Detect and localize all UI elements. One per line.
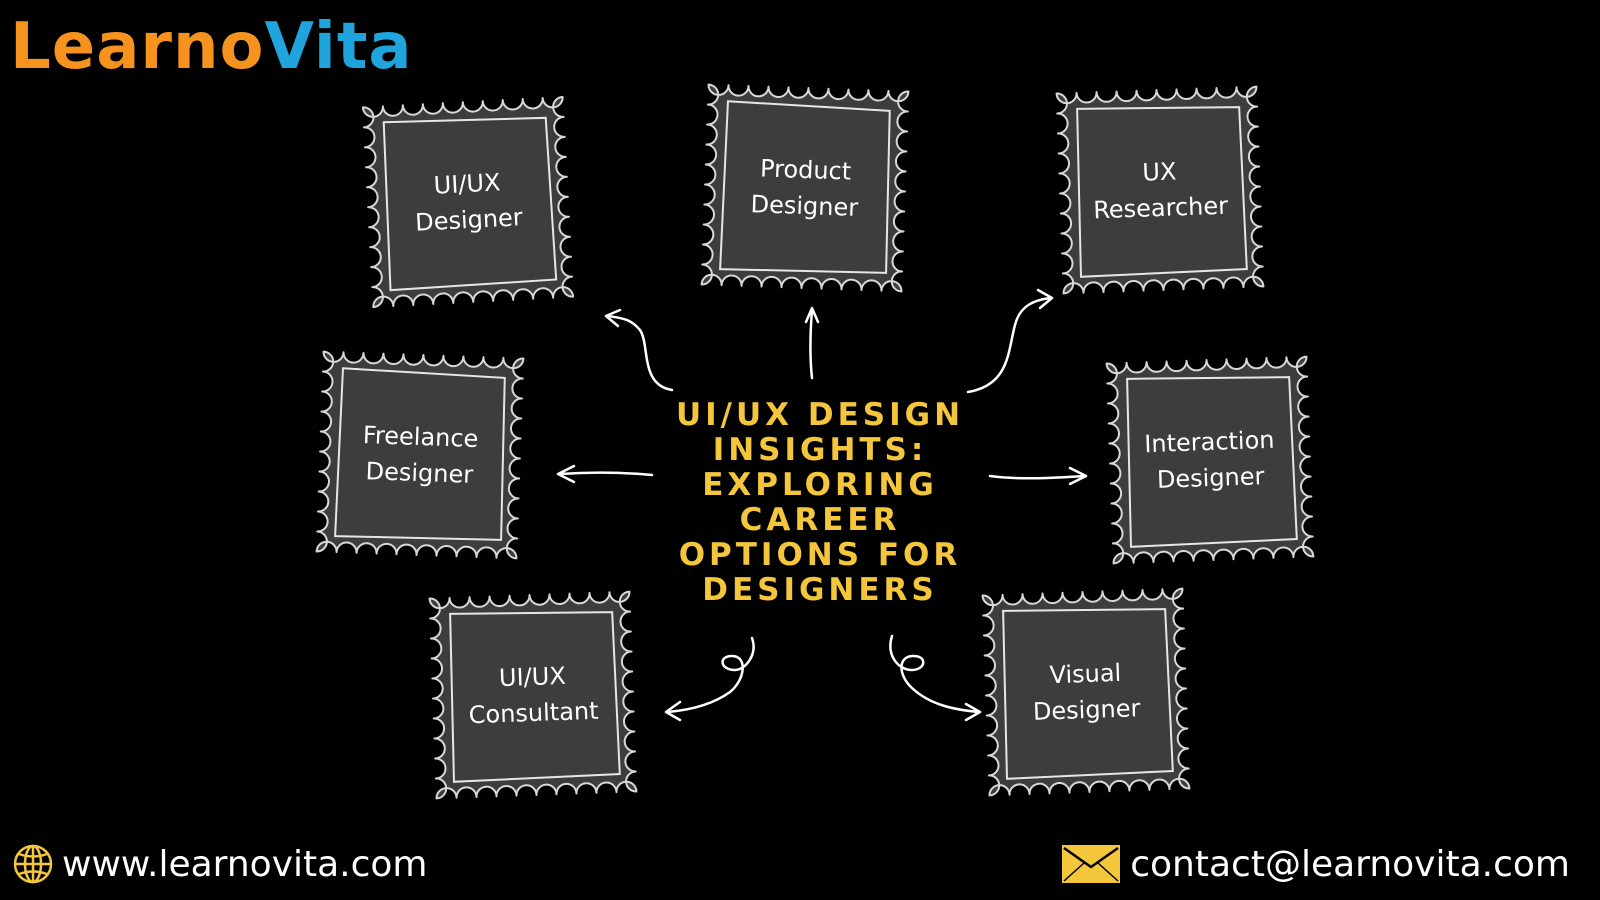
stamp-label: Visual Designer <box>993 653 1179 731</box>
stamp-freelance-designer: Freelance Designer <box>306 341 534 569</box>
arrow-to-uiux-designer <box>604 308 674 392</box>
website-info: www.learnovita.com <box>12 842 428 886</box>
title-line-1: UI/UX DESIGN <box>675 397 965 433</box>
stamp-label-line-2: Designer <box>1156 462 1265 494</box>
stamp-visual-designer: Visual Designer <box>972 578 1200 806</box>
stamp-edge <box>700 83 910 293</box>
arrow-to-ux-researcher <box>966 288 1054 394</box>
stamp-uiux-consultant: UI/UX Consultant <box>419 581 647 809</box>
arrow-to-interaction-designer <box>988 466 1088 486</box>
brand-logo: LearnoVita <box>10 2 413 92</box>
arrow-to-visual-designer <box>889 634 982 722</box>
logo-part-vita: Vita <box>264 10 413 84</box>
stamp-edge <box>981 587 1191 797</box>
stamp-edge <box>361 95 575 309</box>
stamp-product-designer: Product Designer <box>691 74 919 302</box>
stamp-uiux-designer: UI/UX Designer <box>352 86 583 317</box>
arrow-to-uiux-consultant <box>664 636 755 722</box>
email-info: contact@learnovita.com <box>1062 842 1570 886</box>
stamp-inner-border <box>382 116 558 292</box>
stamp-frame <box>1055 85 1265 295</box>
stamp-label: UI/UX Consultant <box>440 656 626 734</box>
stamp-label-line-1: Interaction <box>1143 425 1275 459</box>
stamp-inner-border <box>1002 608 1174 780</box>
globe-icon <box>13 844 53 884</box>
mail-icon <box>1062 845 1121 883</box>
stamp-label-line-2: Researcher <box>1092 191 1229 225</box>
stamp-label: UI/UX Designer <box>374 161 562 243</box>
stamp-inner-border <box>449 611 621 783</box>
stamp-label-line-2: Designer <box>1032 694 1141 726</box>
stamp-frame <box>981 587 1191 797</box>
title-line-3: EXPLORING <box>702 467 938 503</box>
stamp-label-line-2: Designer <box>750 190 859 222</box>
central-title: UI/UX DESIGN INSIGHTS: EXPLORING CAREER … <box>655 398 985 608</box>
stamp-frame <box>700 83 910 293</box>
stamp-frame <box>315 350 525 560</box>
stamp-edge <box>428 590 638 800</box>
stamp-label-line-2: Consultant <box>468 696 599 730</box>
stamp-label: Freelance Designer <box>327 416 513 494</box>
website-link[interactable]: www.learnovita.com <box>62 843 428 885</box>
title-line-5: OPTIONS FOR <box>678 537 962 573</box>
email-link[interactable]: contact@learnovita.com <box>1130 843 1570 885</box>
title-line-4: CAREER <box>739 502 901 538</box>
stamp-inner-border <box>719 100 891 274</box>
logo-part-learno: Learno <box>10 10 265 84</box>
stamp-label: Product Designer <box>712 149 898 227</box>
title-line-2: INSIGHTS: <box>712 432 928 468</box>
stamp-frame <box>1105 355 1315 565</box>
stamp-edge <box>1055 85 1265 295</box>
stamp-inner-border <box>1076 106 1248 278</box>
arrow-to-product-designer <box>804 306 820 380</box>
stamp-frame <box>428 590 638 800</box>
stamp-label-line-2: Designer <box>365 457 474 489</box>
stamp-label: Interaction Designer <box>1117 421 1303 499</box>
stamp-edge <box>1105 355 1315 565</box>
stamp-ux-researcher: UX Researcher <box>1046 76 1274 304</box>
stamp-interaction-designer: Interaction Designer <box>1096 346 1324 574</box>
stamp-inner-border <box>334 367 506 541</box>
stamp-label: UX Researcher <box>1067 151 1253 229</box>
stamp-frame <box>361 95 575 309</box>
title-line-6: DESIGNERS <box>702 572 938 608</box>
stamp-edge <box>315 350 525 560</box>
arrow-to-freelance-designer <box>556 464 654 484</box>
stamp-inner-border <box>1126 376 1298 548</box>
